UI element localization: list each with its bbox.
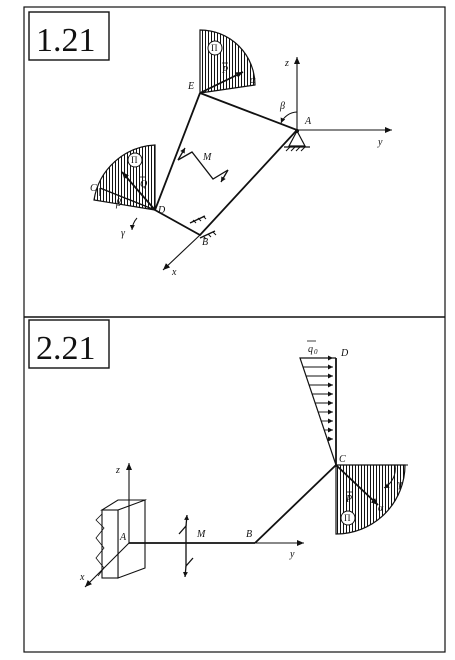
axis-x [84,542,130,588]
force-p-arrow [199,71,244,94]
problem-number-box [28,11,110,61]
plane-label-left: Π [131,155,138,165]
rod-bc [254,464,337,544]
angle-beta-left: β [115,198,121,209]
problem-2-21: 2.21 z y x [28,319,408,588]
angle-gamma-label: γ [398,479,403,490]
axis-x-label: x [79,572,85,583]
point-a-label: A [304,116,312,127]
distributed-load-arrows [300,355,333,442]
couple-m-arrow [178,524,194,568]
couple-m-label: M [196,529,206,540]
frame-rods [153,92,299,237]
angle-gamma-arc [129,217,138,231]
distributed-load-triangle [299,357,337,466]
angle-alpha: α [378,503,384,514]
plane-label: Π [344,513,351,523]
problem-number: 2.21 [36,330,96,367]
point-e-label: E [187,81,194,92]
plane-label-circle-left [127,152,143,168]
plane-sector-top [199,29,256,94]
point-d-label: D [157,205,166,216]
force-p-arrow [335,464,379,506]
point-b-label: B [246,529,252,540]
axis-y-label: y [377,137,383,148]
load-q0-subscript: 0 [314,348,318,356]
angle-gamma-arc [383,464,396,489]
axis-z-label: z [115,465,120,476]
force-p-label: P [345,494,352,505]
axis-x [162,234,201,271]
plane-label-top: Π [211,43,218,53]
outer-frame [23,6,446,653]
force-q-arrow [121,171,156,211]
problem-number: 1.21 [36,22,96,59]
angle-alpha-top: α [250,75,256,86]
point-b-label: B [202,237,208,248]
axis-z-label: z [284,58,289,69]
angle-beta-top: β [279,101,285,112]
problem-number-box [28,319,110,369]
couple-m-arrow [177,151,229,180]
fixed-wall [95,499,147,579]
plane-label-circle-top [207,40,223,56]
load-q0-label: q [308,344,313,355]
pin-support-a [284,129,310,152]
point-c-label: C [339,454,346,465]
point-c-label: C [90,183,97,194]
bearing-b [189,215,217,240]
plane-label-circle [340,510,356,526]
problem-1-21: 1.21 z y x [28,11,392,278]
axis-y-label: y [289,549,295,560]
axis-x-label: x [171,267,177,278]
point-a-label: A [119,532,127,543]
angle-beta-arc-top [280,111,298,124]
force-q-label: Q [140,179,148,190]
point-d-label: D [340,348,349,359]
force-p-label: P [221,65,228,76]
angle-gamma-label: γ [121,228,126,239]
couple-m-label: M [202,152,212,163]
